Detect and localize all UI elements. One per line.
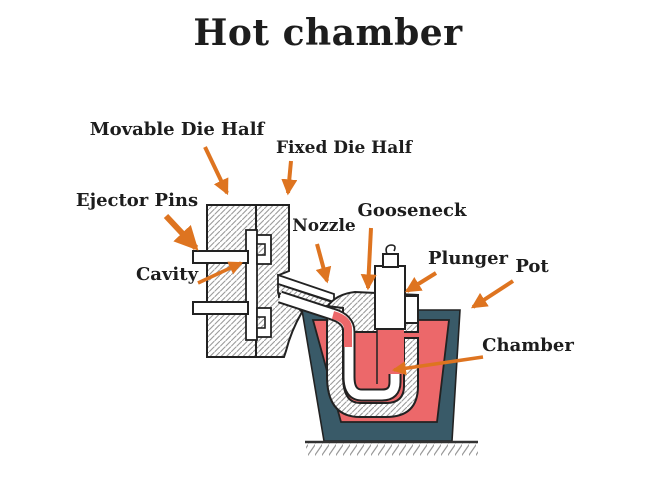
ejector-pin-bottom (192, 301, 249, 315)
arrow-ejector-pins (163, 213, 199, 251)
label-fixed-die-half: Fixed Die Half (275, 138, 413, 158)
plunger-rod (382, 253, 399, 268)
annotation-arrows (163, 146, 515, 376)
arrow-plunger (404, 271, 438, 293)
arrow-fixed-die-half (281, 160, 298, 196)
arrow-nozzle (315, 243, 332, 284)
cavity-slot (245, 229, 258, 341)
label-nozzle: Nozzle (292, 216, 356, 236)
cavity-core-bottom (256, 316, 266, 329)
cavity-core-top (256, 243, 266, 256)
arrow-movable-die-half (203, 146, 229, 196)
label-ejector-pins: Ejector Pins (75, 190, 199, 211)
ground-hatching (306, 443, 478, 456)
chamber-metal (377, 326, 404, 374)
arrow-cavity (197, 261, 243, 285)
arrow-pot (470, 279, 515, 309)
label-gooseneck: Gooseneck (357, 200, 467, 221)
plunger-rod-eye (385, 244, 396, 255)
label-chamber: Chamber (482, 335, 574, 356)
arrow-chamber (391, 355, 484, 376)
ground (305, 440, 478, 456)
label-pot: Pot (515, 256, 549, 277)
ejector-pin-top (192, 250, 249, 264)
diagram-title: Hot chamber (193, 12, 463, 54)
label-movable-die-half: Movable Die Half (89, 119, 265, 140)
arrow-gooseneck (360, 227, 377, 291)
label-cavity: Cavity (135, 264, 199, 285)
plunger-cylinder (374, 265, 406, 330)
cavity-shape (245, 229, 272, 341)
label-plunger: Plunger (427, 248, 509, 269)
metal-in-bore (331, 311, 352, 347)
plunger-bracket (404, 295, 419, 324)
